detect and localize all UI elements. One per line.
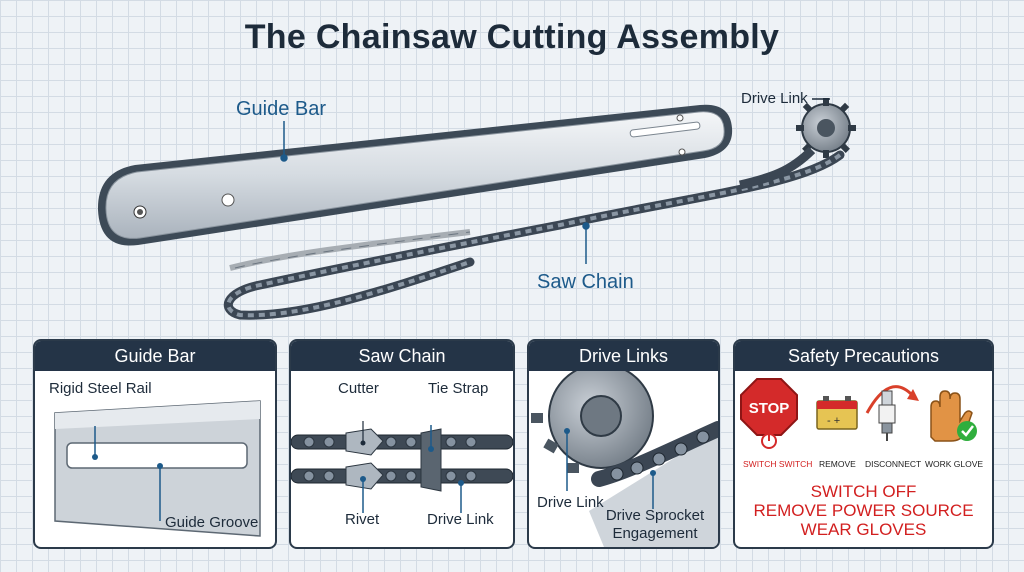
warning-wear-gloves: WEAR GLOVES bbox=[800, 520, 927, 539]
stop-sign-icon: STOP bbox=[740, 378, 798, 449]
battery-icon: - + bbox=[816, 396, 858, 430]
warning-remove-power: REMOVE POWER SOURCE bbox=[753, 501, 974, 520]
rigid-steel-rail-label: Rigid Steel Rail bbox=[49, 380, 152, 397]
guide-groove-label: Guide Groove bbox=[165, 514, 259, 531]
guide-bar-panel: Guide Bar Rigid Steel Rail Guide Groove bbox=[33, 339, 277, 549]
safety-panel-heading: Safety Precautions bbox=[735, 341, 992, 371]
rivet-label: Rivet bbox=[345, 511, 380, 528]
saw-chain-panel-heading: Saw Chain bbox=[291, 341, 513, 371]
saw-chain-panel: Saw Chain bbox=[289, 339, 515, 549]
cutter-label: Cutter bbox=[338, 380, 379, 397]
icon-caption-switch: SWITCH SWITCH bbox=[743, 459, 813, 469]
guide-bar-closeup bbox=[54, 400, 261, 537]
drive-link-closeup-label: Drive Link bbox=[537, 494, 604, 511]
saw-chain-closeup bbox=[291, 421, 513, 513]
drive-sprocket bbox=[796, 98, 856, 158]
drive-link-callout: Drive Link bbox=[741, 90, 808, 107]
page-title: The Chainsaw Cutting Assembly bbox=[244, 18, 780, 56]
svg-text:- +: - + bbox=[827, 415, 840, 427]
work-glove-icon bbox=[930, 390, 977, 442]
drive-links-closeup bbox=[531, 371, 718, 547]
guide-bar bbox=[97, 104, 733, 246]
guide-bar-panel-heading: Guide Bar bbox=[35, 341, 275, 371]
drive-sprocket-label: Drive Sprocket bbox=[605, 507, 705, 524]
spark-plug-icon bbox=[878, 390, 896, 441]
stop-sign-text: STOP bbox=[749, 400, 790, 417]
icon-caption-remove: REMOVE bbox=[819, 459, 856, 469]
icon-caption-glove: WORK GLOVE bbox=[925, 459, 984, 469]
arrow-icon bbox=[865, 385, 915, 414]
engagement-label: Engagement bbox=[612, 525, 698, 542]
drive-links-panel: Drive Links Drive Link Drive Sprocket bbox=[527, 339, 720, 549]
icon-caption-disconnect: DISCONNECT bbox=[865, 459, 922, 469]
tie-strap-label: Tie Strap bbox=[428, 380, 489, 397]
safety-panel: Safety Precautions STOP - + bbox=[733, 339, 994, 549]
warning-switch-off: SWITCH OFF bbox=[810, 482, 917, 501]
saw-chain bbox=[224, 146, 845, 320]
drive-link-label: Drive Link bbox=[427, 511, 494, 528]
saw-chain-callout: Saw Chain bbox=[537, 271, 634, 293]
drive-links-panel-heading: Drive Links bbox=[529, 341, 718, 371]
guide-bar-callout: Guide Bar bbox=[236, 98, 327, 120]
